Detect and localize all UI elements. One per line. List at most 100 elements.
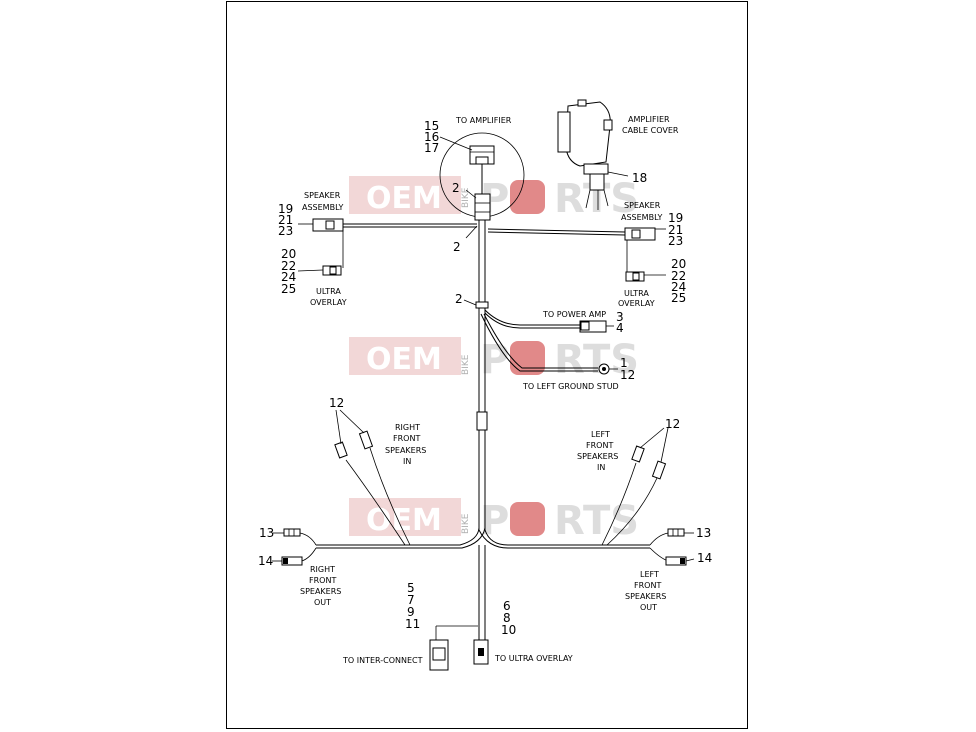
svg-text:12: 12 bbox=[329, 396, 344, 410]
svg-text:25: 25 bbox=[281, 282, 296, 296]
right-front-speakers-in-connectors bbox=[334, 430, 374, 459]
svg-text:9: 9 bbox=[407, 605, 415, 619]
label-assembly-right: ASSEMBLY bbox=[621, 213, 662, 222]
svg-text:15: 15 bbox=[424, 119, 439, 133]
svg-text:RTS: RTS bbox=[554, 337, 639, 383]
svg-text:11: 11 bbox=[405, 617, 420, 631]
right-ultra-overlay-connector bbox=[625, 271, 645, 282]
label-rfso-out: OUT bbox=[314, 598, 331, 607]
svg-text:22: 22 bbox=[671, 269, 686, 283]
svg-text:4: 4 bbox=[616, 321, 624, 335]
ultra-overlay-connector bbox=[473, 639, 489, 665]
svg-text:20: 20 bbox=[671, 257, 686, 271]
connector-13-left bbox=[283, 528, 301, 537]
svg-text:13: 13 bbox=[696, 526, 711, 540]
label-overlay-left: OVERLAY bbox=[310, 298, 347, 307]
svg-text:10: 10 bbox=[501, 623, 516, 637]
label-lfsi-speakers: SPEAKERS bbox=[577, 452, 618, 461]
svg-text:12: 12 bbox=[620, 368, 635, 382]
harness-clip bbox=[475, 301, 489, 309]
connector-14-left bbox=[281, 556, 303, 566]
power-amp-connector bbox=[579, 320, 607, 333]
watermark-bottom: OEM BIKE P RTS bbox=[349, 498, 639, 544]
label-lfsi-in: IN bbox=[597, 463, 605, 472]
svg-text:22: 22 bbox=[281, 259, 296, 273]
label-rfso-right: RIGHT bbox=[310, 565, 335, 574]
svg-text:OEM: OEM bbox=[366, 181, 442, 216]
svg-text:14: 14 bbox=[258, 554, 273, 568]
watermark-middle: OEM BIKE P RTS bbox=[349, 337, 639, 383]
diagram-frame bbox=[226, 1, 748, 729]
svg-text:19: 19 bbox=[668, 211, 683, 225]
label-lfso-speakers: SPEAKERS bbox=[625, 592, 666, 601]
label-to-power-amp: TO POWER AMP bbox=[542, 310, 606, 319]
label-lfso-front: FRONT bbox=[634, 581, 661, 590]
amplifier-cable-cover bbox=[557, 99, 613, 210]
label-to-inter-connect: TO INTER-CONNECT bbox=[342, 656, 423, 665]
connector-13-right bbox=[667, 528, 685, 537]
label-lfsi-front: FRONT bbox=[586, 441, 613, 450]
svg-text:5: 5 bbox=[407, 581, 415, 595]
svg-text:8: 8 bbox=[503, 611, 511, 625]
svg-text:23: 23 bbox=[278, 224, 293, 238]
svg-text:2: 2 bbox=[452, 181, 460, 195]
inter-connect-connector bbox=[429, 639, 449, 671]
svg-text:19: 19 bbox=[278, 202, 293, 216]
ground-stud-ring-terminal bbox=[598, 363, 610, 375]
svg-text:20: 20 bbox=[281, 247, 296, 261]
svg-text:6: 6 bbox=[503, 599, 511, 613]
left-ultra-overlay-connector bbox=[322, 265, 342, 276]
svg-text:24: 24 bbox=[671, 280, 686, 294]
label-to-left-ground-stud: TO LEFT GROUND STUD bbox=[522, 382, 619, 391]
svg-text:7: 7 bbox=[407, 593, 415, 607]
svg-text:RTS: RTS bbox=[554, 498, 639, 544]
label-ultra-right: ULTRA bbox=[624, 289, 649, 298]
label-rfsi-front: FRONT bbox=[393, 434, 420, 443]
label-rfsi-speakers: SPEAKERS bbox=[385, 446, 426, 455]
label-cable-cover: CABLE COVER bbox=[622, 126, 679, 135]
label-to-amplifier: TO AMPLIFIER bbox=[455, 116, 512, 125]
right-speaker-connector bbox=[624, 227, 656, 241]
label-to-ultra-overlay: TO ULTRA OVERLAY bbox=[494, 654, 573, 663]
svg-text:18: 18 bbox=[632, 171, 647, 185]
connector-14-right bbox=[665, 556, 687, 566]
svg-text:17: 17 bbox=[424, 141, 439, 155]
left-front-speakers-in-connectors bbox=[631, 445, 667, 480]
svg-text:14: 14 bbox=[697, 551, 712, 565]
label-lfsi-left: LEFT bbox=[591, 430, 610, 439]
label-rfso-front: FRONT bbox=[309, 576, 336, 585]
svg-text:2: 2 bbox=[455, 292, 463, 306]
svg-text:1: 1 bbox=[620, 356, 628, 370]
label-rfsi-right: RIGHT bbox=[395, 423, 420, 432]
left-speaker-connector bbox=[312, 218, 344, 232]
svg-text:BIKE: BIKE bbox=[461, 187, 471, 208]
harness-junction-block bbox=[474, 193, 491, 221]
label-ultra-left: ULTRA bbox=[316, 287, 341, 296]
svg-text:13: 13 bbox=[259, 526, 274, 540]
label-lfso-out: OUT bbox=[640, 603, 657, 612]
svg-text:3: 3 bbox=[616, 310, 624, 324]
label-overlay-right: OVERLAY bbox=[618, 299, 655, 308]
svg-text:P: P bbox=[480, 337, 509, 383]
svg-text:25: 25 bbox=[671, 291, 686, 305]
svg-text:24: 24 bbox=[281, 270, 296, 284]
label-assembly-left: ASSEMBLY bbox=[302, 203, 343, 212]
label-rfso-speakers: SPEAKERS bbox=[300, 587, 341, 596]
svg-text:BIKE: BIKE bbox=[461, 513, 471, 534]
trunk-sleeve bbox=[476, 411, 488, 431]
svg-text:16: 16 bbox=[424, 130, 439, 144]
svg-text:OEM: OEM bbox=[366, 342, 442, 377]
label-lfso-left: LEFT bbox=[640, 570, 659, 579]
label-speaker-right: SPEAKER bbox=[624, 201, 661, 210]
svg-text:2: 2 bbox=[453, 240, 461, 254]
label-speaker-left: SPEAKER bbox=[304, 191, 341, 200]
label-rfsi-in: IN bbox=[403, 457, 411, 466]
svg-text:12: 12 bbox=[665, 417, 680, 431]
svg-text:23: 23 bbox=[668, 234, 683, 248]
svg-text:21: 21 bbox=[278, 213, 293, 227]
svg-text:21: 21 bbox=[668, 223, 683, 237]
svg-text:P: P bbox=[480, 498, 509, 544]
amplifier-connector bbox=[469, 145, 495, 165]
label-amplifier: AMPLIFIER bbox=[628, 115, 670, 124]
